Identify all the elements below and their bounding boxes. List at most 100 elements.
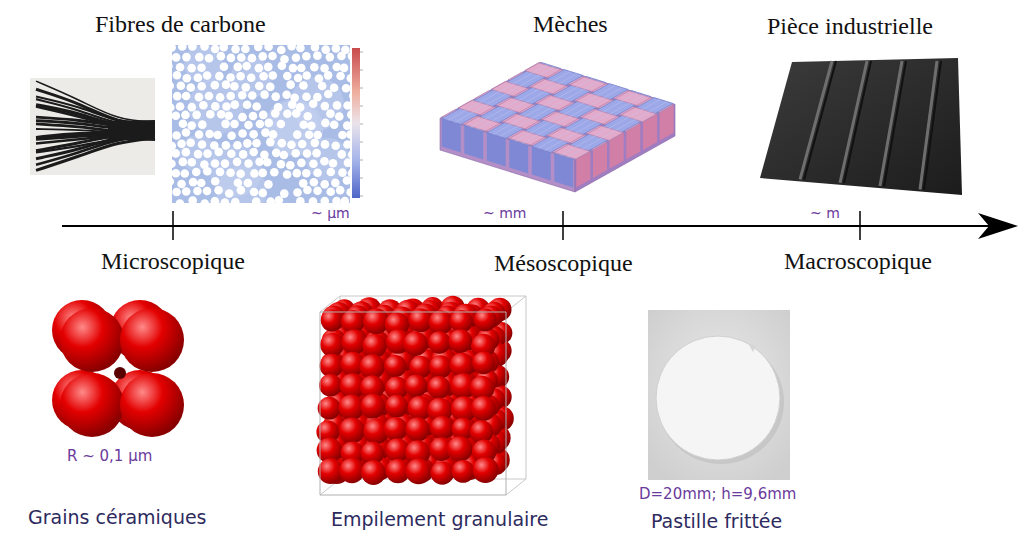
fibre-section	[230, 100, 239, 109]
packed-sphere	[403, 331, 428, 356]
part-ridge-shadow	[924, 61, 941, 190]
fibre-section	[226, 73, 235, 82]
fibre-section	[195, 53, 204, 62]
fibre-section	[343, 101, 350, 110]
fibre-section	[233, 158, 242, 167]
tow-fibre-line	[567, 102, 667, 158]
fibre-section	[172, 169, 180, 178]
fibre-section	[186, 138, 195, 147]
packed-sphere	[429, 310, 453, 334]
fibre-section	[313, 168, 322, 177]
fibre-section	[313, 186, 322, 195]
fibre-section	[320, 180, 329, 189]
fibre-section	[260, 151, 269, 160]
fibre-section	[258, 169, 267, 178]
fibre-section	[200, 45, 209, 51]
fibre-section	[173, 92, 182, 101]
packed-sphere	[319, 374, 342, 397]
fibre-section	[272, 149, 281, 158]
fibre-section	[172, 149, 180, 158]
colorbar-ticks	[360, 52, 363, 196]
fibre-section	[286, 80, 295, 89]
figure-caption: Empilement granulaire	[331, 508, 548, 531]
fibre-section	[296, 45, 305, 52]
fibre-section	[303, 149, 312, 158]
fibre-section	[324, 71, 333, 80]
tow-fibre-line	[560, 99, 660, 155]
fibre-section	[198, 120, 207, 129]
fibre-section	[332, 197, 341, 203]
fibre-section	[216, 168, 225, 177]
fibre-section	[346, 130, 350, 139]
fibre-section	[219, 45, 228, 51]
fibre-section	[264, 119, 273, 128]
fibre-section	[347, 74, 350, 83]
industrial-part	[760, 58, 962, 195]
scale-magnitude: ~ m	[810, 205, 840, 222]
fibre-section	[230, 120, 239, 129]
fibre-strands	[36, 81, 155, 170]
packed-sphere	[405, 375, 428, 398]
packed-sphere	[321, 309, 343, 331]
fibre-section	[333, 101, 342, 110]
weft-crossing	[588, 126, 624, 141]
fibre-section	[277, 46, 286, 55]
fibre-section	[199, 101, 208, 110]
fibre-section	[172, 177, 174, 186]
fibre-section	[343, 121, 350, 130]
fibre-section	[243, 139, 252, 148]
fibre-section	[258, 52, 267, 61]
fibre-section	[254, 45, 263, 51]
weft-crossing	[543, 112, 579, 127]
fibre-section	[176, 199, 185, 203]
part-ridge	[840, 61, 867, 183]
fibre-section	[179, 158, 188, 167]
fibre-section	[303, 112, 312, 121]
weft-crossing	[525, 63, 561, 78]
fibre-section	[227, 149, 236, 158]
colorbar-tick	[360, 88, 363, 89]
fibre-section	[326, 53, 335, 62]
packed-sphere	[341, 330, 366, 355]
fibre-section	[321, 102, 330, 111]
fibre-section	[243, 101, 252, 110]
fibre-section	[242, 83, 251, 92]
weft-crossing	[548, 128, 584, 143]
fibre-section	[226, 92, 235, 101]
fibre-section	[283, 109, 292, 118]
fibre-section	[259, 111, 268, 120]
fibre-section	[182, 92, 191, 101]
fibre-section	[313, 131, 322, 140]
fibre-section	[214, 148, 223, 157]
fibre-section	[252, 139, 261, 148]
fibre-section	[266, 83, 275, 92]
colorbar-tick	[360, 178, 363, 179]
fibre-section	[172, 188, 181, 197]
part-ridge	[880, 61, 902, 186]
fibre-section	[192, 168, 201, 177]
fibre-section	[182, 128, 191, 137]
fibre-section	[244, 159, 253, 168]
fibre-section	[193, 187, 202, 196]
fibre-section	[332, 45, 341, 53]
fibre-section	[188, 196, 197, 203]
box-edge	[340, 296, 526, 479]
fibre-section	[205, 130, 214, 139]
weft-crossing	[458, 100, 494, 115]
fibre-section	[310, 63, 319, 72]
fibre-section	[327, 168, 336, 177]
fibre-section	[182, 148, 191, 157]
fibre-strand	[36, 138, 155, 170]
weft-crossing	[492, 82, 528, 97]
fibre-section	[297, 159, 306, 168]
fibre-section	[331, 142, 340, 151]
figure-caption: Pastille frittée	[651, 510, 782, 533]
fibre-section	[302, 169, 311, 178]
fibre-section	[225, 189, 234, 198]
box-edge	[506, 479, 526, 495]
scale-heading: Fibres de carbone	[95, 10, 266, 39]
fibre-section	[271, 109, 280, 118]
fibre-section	[188, 103, 197, 112]
fibre-section	[203, 167, 212, 176]
